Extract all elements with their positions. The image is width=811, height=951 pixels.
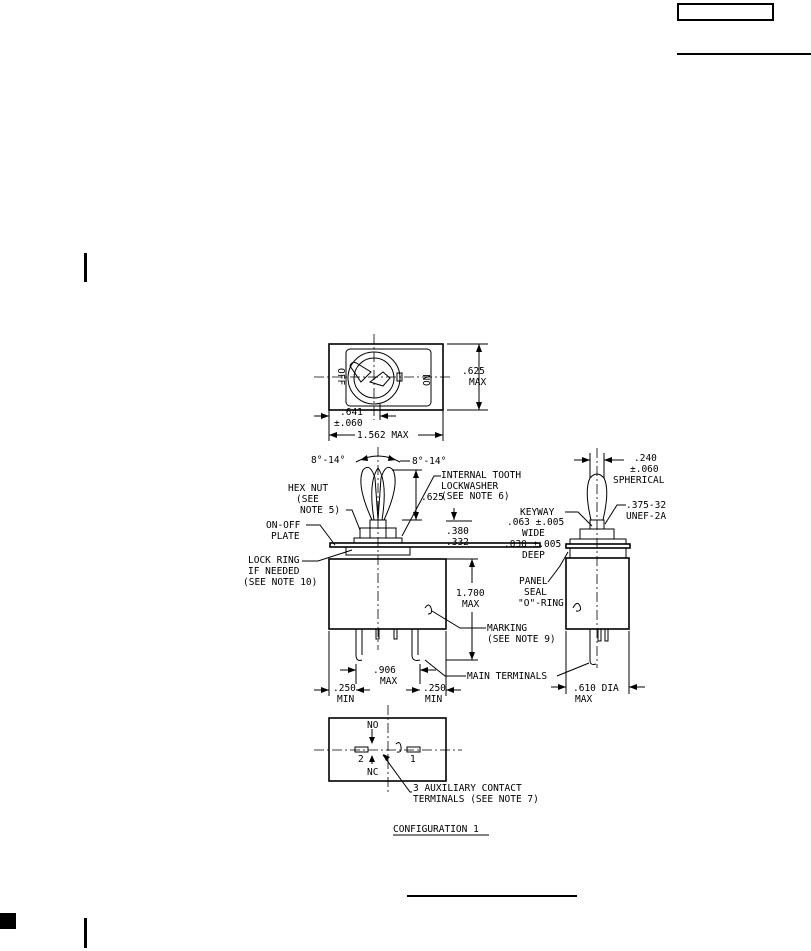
thread-2: UNEF-2A — [626, 511, 666, 522]
lock-ring-3: (SEE NOTE 10) — [243, 577, 317, 588]
hex-nut-1: HEX NUT — [288, 483, 328, 494]
top-view: OFF ON .625 MAX .641 ±.060 1.562 MAX — [314, 334, 488, 441]
dim-1700: 1.700 — [456, 588, 485, 599]
dim-lever-height: .625 — [421, 492, 444, 503]
label-off: OFF — [335, 368, 346, 385]
bottom-rule — [407, 895, 577, 897]
spherical: SPHERICAL — [613, 475, 665, 486]
dim-250-left: .250 — [333, 683, 356, 694]
dim-906: .906 — [373, 665, 396, 676]
header-rule — [677, 53, 811, 55]
dim-offset-tol: ±.060 — [334, 418, 363, 429]
internal-tooth-2: LOCKWASHER — [441, 481, 498, 492]
dim-250-left-min: MIN — [337, 694, 354, 705]
panel-2: SEAL — [524, 587, 547, 598]
onoff-2: PLATE — [271, 531, 300, 542]
dim-380: .380 — [446, 526, 469, 537]
lock-ring-2: IF NEEDED — [248, 566, 300, 577]
corner-mark — [0, 913, 16, 929]
keyway-depth-2: DEEP — [522, 550, 545, 561]
keyway-depth-1: .030 ±.005 — [504, 539, 561, 550]
dim-top-height-max: MAX — [469, 377, 486, 388]
keyway-width-1: .063 ±.005 — [507, 517, 564, 528]
dim-906-max: MAX — [380, 676, 397, 687]
figure-caption: CONFIGURATION 1 — [393, 824, 479, 835]
change-bar-bottom — [84, 918, 87, 948]
thread-1: .375-32 — [626, 500, 666, 511]
dim-250-right: .250 — [423, 683, 446, 694]
bottom-view: NO NC 2 1 3 AUXILIARY CONTACT TERMINALS … — [314, 705, 539, 805]
panel-1: PANEL — [519, 576, 548, 587]
dim-top-width: 1.562 MAX — [357, 430, 409, 441]
internal-tooth-3: (SEE NOTE 6) — [441, 491, 510, 502]
angle-left: 8°-14° — [311, 455, 345, 466]
aux-1: 3 AUXILIARY CONTACT — [413, 783, 522, 794]
hex-nut-3: NOTE 5) — [300, 505, 340, 516]
dim-610: .610 DIA — [573, 683, 619, 694]
label-no: NO — [367, 720, 379, 731]
angle-right: 8°-14° — [412, 456, 446, 467]
keyway-width-2: WIDE — [522, 528, 545, 539]
label-1: 1 — [410, 754, 416, 765]
change-bar-top — [84, 253, 87, 282]
dim-332: .332 — [446, 537, 469, 548]
dim-offset: .641 — [340, 407, 363, 418]
keyway: KEYWAY — [520, 507, 555, 518]
dim-240-tol: ±.060 — [630, 464, 659, 475]
dim-1700-max: MAX — [462, 599, 479, 610]
side-view: 8°-14° 8°-14° .625 INTERNAL — [243, 447, 556, 705]
header-box — [677, 3, 774, 21]
hex-nut-2: (SEE — [296, 494, 319, 505]
marking-1: MARKING — [487, 623, 527, 634]
label-2: 2 — [358, 754, 364, 765]
panel-3: "O"-RING — [518, 598, 564, 609]
lock-ring-1: LOCK RING — [248, 555, 300, 566]
end-view: .240 ±.060 SPHERICAL KEYWAY .375-32 UNEF… — [504, 448, 666, 705]
dim-top-height: .625 — [462, 366, 485, 377]
dim-240: .240 — [634, 453, 657, 464]
internal-tooth-1: INTERNAL TOOTH — [441, 470, 521, 481]
dim-250-right-min: MIN — [425, 694, 442, 705]
dim-610-max: MAX — [575, 694, 592, 705]
marking-2: (SEE NOTE 9) — [487, 634, 556, 645]
onoff-1: ON-OFF — [266, 520, 301, 531]
aux-2: TERMINALS (SEE NOTE 7) — [413, 794, 539, 805]
main-terminals: MAIN TERMINALS — [467, 671, 547, 682]
label-nc: NC — [367, 767, 378, 778]
label-on: ON — [422, 374, 433, 386]
